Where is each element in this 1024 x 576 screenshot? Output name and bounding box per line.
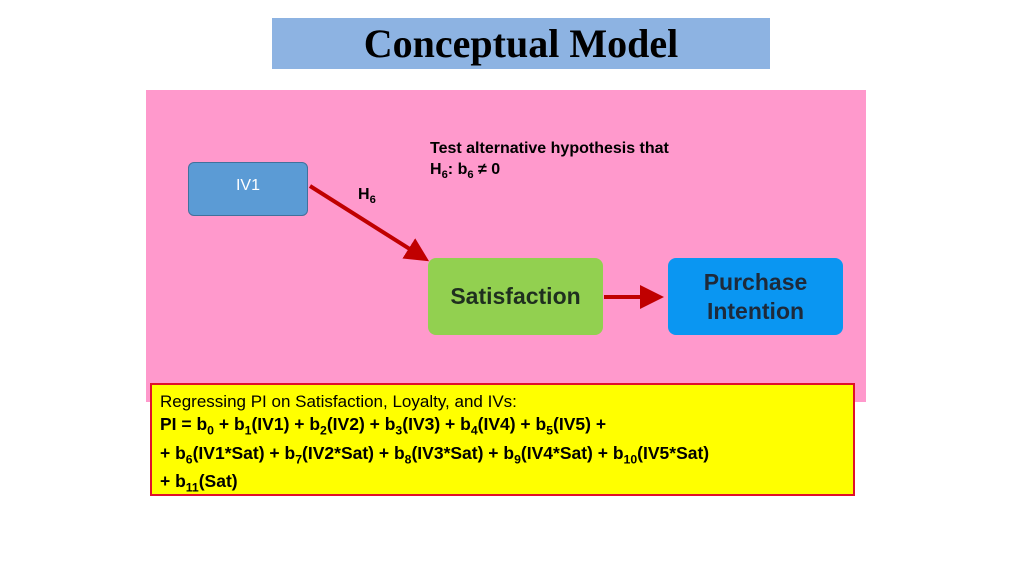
equation-term: PI = b xyxy=(160,414,208,434)
pi-line-2: Intention xyxy=(706,297,805,324)
equation-term: (IV3) + b xyxy=(402,414,471,434)
hyp-h: H xyxy=(430,161,442,178)
equation-line-3: + b11(Sat) xyxy=(160,470,845,499)
pi-line-1: Purchase xyxy=(703,268,808,295)
node-iv1: IV1 xyxy=(188,162,308,216)
equation-term: + b xyxy=(214,414,245,434)
hypothesis-text: Test alternative hypothesis that H6: b6 … xyxy=(430,138,669,186)
equation-term: (IV3*Sat) + b xyxy=(411,442,515,463)
hyp-h-sub: 6 xyxy=(441,169,448,182)
equation-subscript: 2 xyxy=(320,423,327,438)
hypothesis-line-2: H6: b6 ≠ 0 xyxy=(430,159,669,186)
equation-subscript: 11 xyxy=(185,480,199,495)
path-label-sub: 6 xyxy=(369,194,376,207)
equation-intro: Regressing PI on Satisfaction, Loyalty, … xyxy=(160,392,517,411)
hypothesis-line-1: Test alternative hypothesis that xyxy=(430,140,669,157)
equation-term: (IV5) + xyxy=(553,414,607,434)
slide-title: Conceptual Model xyxy=(363,21,679,66)
equation-subscript: 10 xyxy=(623,452,638,466)
arrow-iv1-to-satisfaction xyxy=(308,184,430,262)
equation-term: (IV1*Sat) + b xyxy=(192,442,296,463)
path-label-h: H xyxy=(358,186,370,203)
equation-subscript: 4 xyxy=(470,423,478,438)
equation-subscript: 6 xyxy=(185,452,193,466)
path-label-h6: H6 xyxy=(358,186,376,206)
equation-term: (IV5*Sat) xyxy=(637,442,710,463)
equation-term: (IV1) + b xyxy=(251,414,321,434)
equation-subscript: 5 xyxy=(546,423,554,438)
equation-box: Regressing PI on Satisfaction, Loyalty, … xyxy=(150,383,855,496)
equation-term: + b xyxy=(160,471,186,491)
title-banner: Conceptual Model xyxy=(272,18,770,69)
equation-line-1: PI = b0 + b1(IV1) + b2(IV2) + b3(IV3) + … xyxy=(160,413,845,442)
equation-term: (IV4*Sat) + b xyxy=(520,442,624,463)
equation-subscript: 0 xyxy=(207,423,214,438)
hyp-b: : b xyxy=(447,161,468,178)
node-purchase-intention: Purchase Intention xyxy=(668,258,843,335)
equation-term: (IV4) + b xyxy=(477,414,547,434)
equation-subscript: 3 xyxy=(395,423,403,438)
equation-line-2: + b6(IV1*Sat) + b7(IV2*Sat) + b8(IV3*Sat… xyxy=(160,442,845,471)
equation-term: (IV2) + b xyxy=(326,414,396,434)
equation-subscript: 7 xyxy=(295,452,303,466)
equation-subscript: 8 xyxy=(404,452,412,466)
equation-term: (Sat) xyxy=(198,471,238,491)
node-satisfaction: Satisfaction xyxy=(428,258,603,335)
hyp-neq: ≠ 0 xyxy=(473,161,501,178)
diagram-panel xyxy=(146,90,866,402)
equation-term: (IV2*Sat) + b xyxy=(302,442,405,463)
equation-subscript: 9 xyxy=(514,452,521,466)
hyp-b-sub: 6 xyxy=(467,169,474,182)
equation-subscript: 1 xyxy=(244,423,252,438)
equation-term: + b xyxy=(160,442,186,463)
